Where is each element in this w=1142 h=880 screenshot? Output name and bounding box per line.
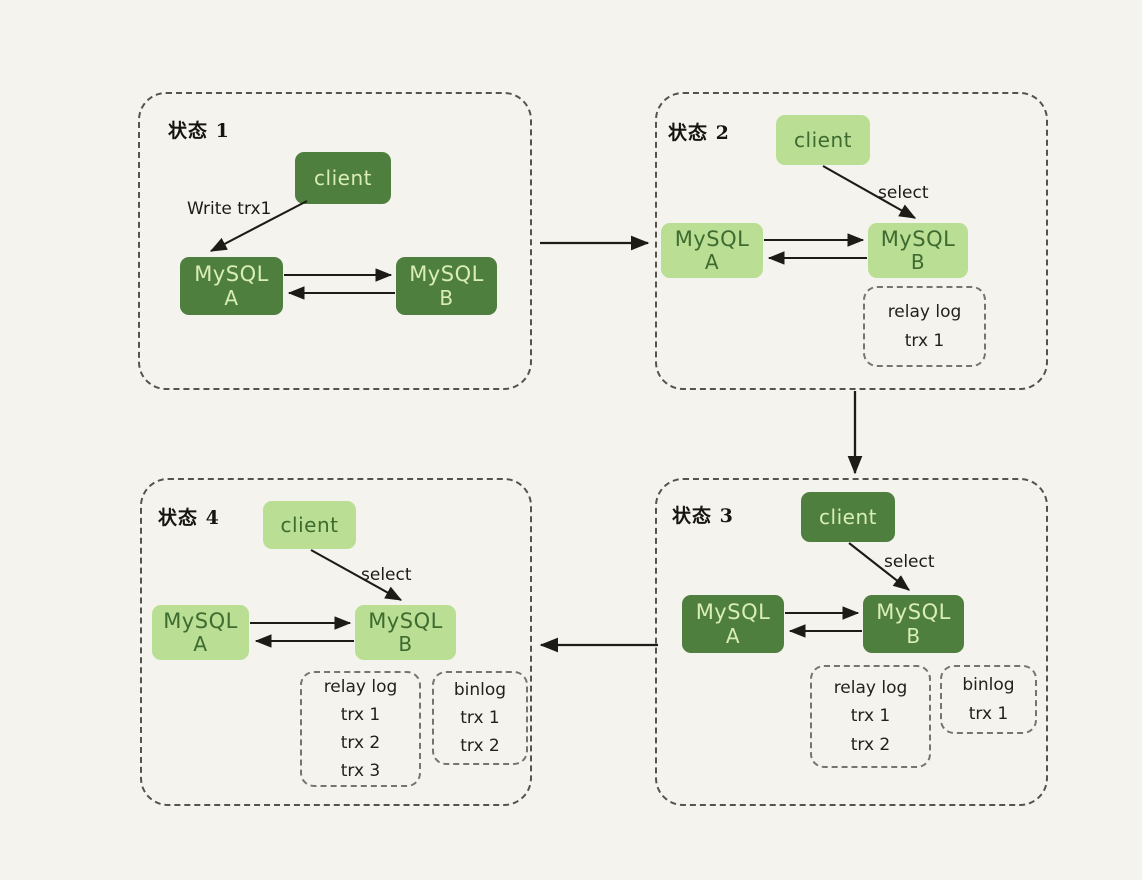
state-3-relay-log-entry-1: trx 2 <box>850 734 891 755</box>
state-4-select-label: select <box>361 565 412 585</box>
state-2-relay-log-title: relay log <box>887 302 962 323</box>
state-4-mysql-b-line1: MySQL <box>368 608 443 633</box>
state-4-binlog-entry-0: trx 1 <box>460 707 500 728</box>
state-3-select-label: select <box>884 552 935 572</box>
state-3-binlog-box: binlog trx 1 <box>940 665 1037 734</box>
state-2-relay-log-entry-0: trx 1 <box>904 330 945 351</box>
state-3-mysql-a-node[interactable]: MySQL A <box>682 595 784 653</box>
state-3-relay-log-entry-0: trx 1 <box>850 706 891 727</box>
state-1-mysql-b-line1: MySQL <box>409 262 484 287</box>
state-3-mysql-a-line1: MySQL <box>695 600 771 625</box>
state-1-mysql-a-line1: MySQL <box>194 262 269 287</box>
state-4-mysql-a-node[interactable]: MySQL A <box>152 605 249 660</box>
state-3-relay-log-box: relay log trx 1 trx 2 <box>810 665 931 768</box>
state-1-client-label: client <box>314 165 372 190</box>
panel-title-state-2: 状态 2 <box>668 122 730 144</box>
panel-title-state-3: 状态 3 <box>672 505 734 527</box>
panel-title-state-1: 状态 1 <box>168 120 230 142</box>
state-1-mysql-b-line2: B <box>439 285 454 310</box>
state-2-select-label: select <box>878 183 929 203</box>
state-3-binlog-entry-0: trx 1 <box>968 703 1009 724</box>
state-4-client-node[interactable]: client <box>263 501 356 549</box>
state-3-relay-log-title: relay log <box>833 678 908 699</box>
state-4-client-label: client <box>280 512 339 537</box>
state-4-mysql-b-line2: B <box>398 632 413 657</box>
state-2-mysql-a-line2: A <box>704 250 720 275</box>
state-2-mysql-b-node[interactable]: MySQL B <box>868 223 968 278</box>
panel-state-2 <box>655 92 1048 390</box>
state-3-client-node[interactable]: client <box>801 492 895 542</box>
state-3-binlog-title: binlog <box>962 675 1015 696</box>
state-4-relay-log-title: relay log <box>323 676 398 697</box>
state-2-client-node[interactable]: client <box>776 115 870 165</box>
state-4-binlog-box: binlog trx 1 trx 2 <box>432 671 528 765</box>
state-2-relay-log-box: relay log trx 1 <box>863 286 986 367</box>
panel-title-state-4: 状态 4 <box>158 507 220 529</box>
state-1-mysql-b-node[interactable]: MySQL B <box>396 257 497 315</box>
state-4-relay-log-entry-1: trx 2 <box>340 733 381 753</box>
state-4-mysql-b-node[interactable]: MySQL B <box>355 605 456 660</box>
state-4-mysql-a-line2: A <box>193 632 208 657</box>
state-2-client-label: client <box>794 127 852 152</box>
state-1-write-trx1-label: Write trx1 <box>187 199 272 219</box>
state-4-relay-log-box: relay log trx 1 trx 2 trx 3 <box>300 671 421 787</box>
state-3-mysql-a-line2: A <box>725 623 741 648</box>
state-3-client-label: client <box>819 504 877 529</box>
state-3-mysql-b-node[interactable]: MySQL B <box>863 595 964 653</box>
panel-state-1 <box>138 92 532 390</box>
panel-state-4 <box>140 478 532 806</box>
panel-state-3 <box>655 478 1048 806</box>
state-4-relay-log-entry-0: trx 1 <box>340 704 381 725</box>
state-1-client-node[interactable]: client <box>295 152 391 204</box>
state-2-mysql-a-line1: MySQL <box>674 226 750 251</box>
state-1-mysql-a-line2: A <box>224 285 239 310</box>
state-4-binlog-title: binlog <box>453 679 507 700</box>
state-2-mysql-b-line2: B <box>910 250 926 275</box>
state-2-mysql-a-node[interactable]: MySQL A <box>661 223 763 278</box>
state-3-mysql-b-line2: B <box>906 623 921 648</box>
state-4-mysql-a-line1: MySQL <box>163 608 238 633</box>
state-4-binlog-entry-1: trx 2 <box>460 736 500 757</box>
state-1-mysql-a-node[interactable]: MySQL A <box>180 257 283 315</box>
state-3-mysql-b-line1: MySQL <box>876 600 951 625</box>
state-4-relay-log-entry-2: trx 3 <box>340 761 381 782</box>
state-2-mysql-b-line1: MySQL <box>880 226 956 251</box>
